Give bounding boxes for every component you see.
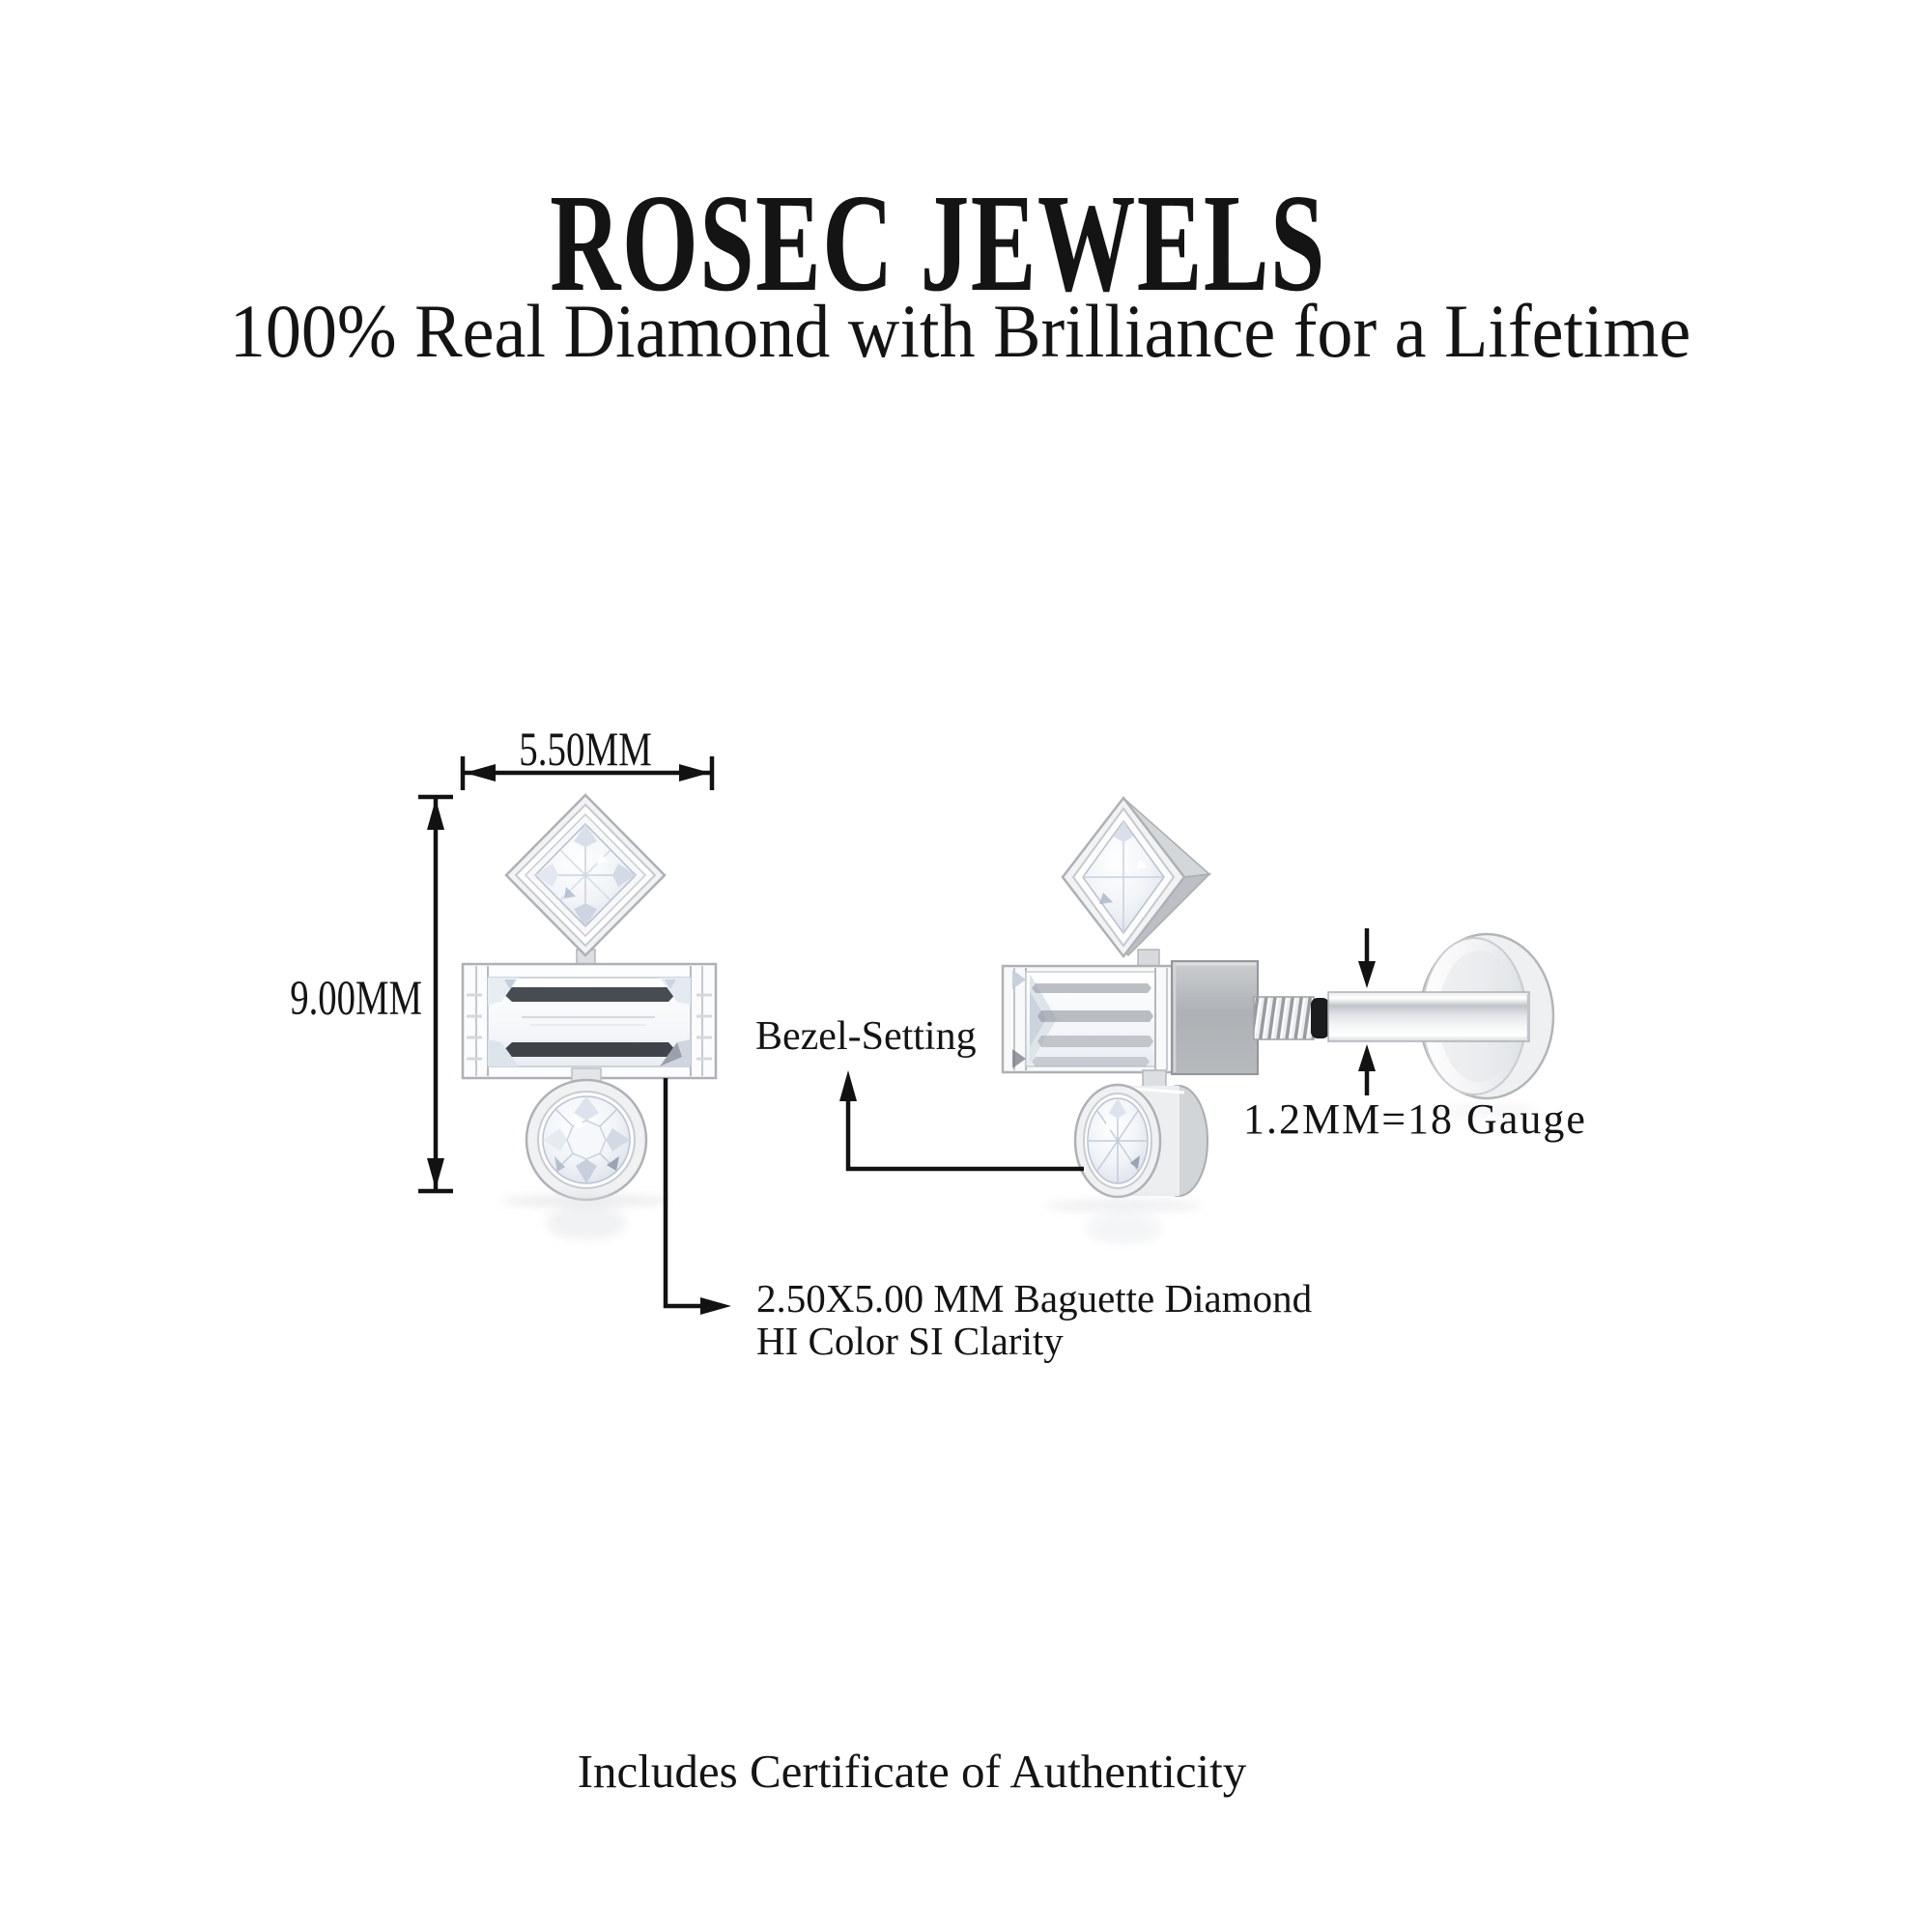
round-bezel-side — [1073, 1069, 1208, 1199]
width-dimension-label: 5.50MM — [519, 722, 652, 776]
screw-post-assembly — [1253, 932, 1555, 1100]
height-dimension-label: 9.00MM — [290, 972, 422, 1026]
bezel-setting-pointer — [839, 1070, 1084, 1172]
earring-side-view — [1001, 795, 1555, 1244]
princess-bezel-front — [504, 793, 667, 957]
threads — [1253, 996, 1315, 1040]
bezel-back-block — [1171, 960, 1259, 1075]
baguette-stone-pointer — [663, 1078, 731, 1315]
baguette-stone-label-line2: HI Color SI Clarity — [756, 1319, 1064, 1363]
baguette-stone-label-line1: 2.50X5.00 MM Baguette Diamond — [756, 1276, 1313, 1321]
gauge-pointer-arrows — [1358, 928, 1376, 1095]
post — [1327, 991, 1530, 1042]
tagline: 100% Real Diamond with Brilliance for a … — [229, 289, 1691, 373]
brand-title: ROSEC JEWELS — [550, 166, 1326, 322]
width-dimension-line — [460, 756, 715, 790]
o-ring — [1311, 998, 1329, 1038]
baguette-bezel-side — [1001, 964, 1180, 1074]
princess-bezel-side — [1061, 795, 1212, 959]
height-dimension-line — [418, 794, 453, 1194]
gauge-label: 1.2MM=18 Gauge — [1243, 1095, 1587, 1143]
reflection-side — [1044, 1105, 1540, 1244]
baguette-bezel-front — [461, 962, 718, 1080]
baguette-stone-label: 2.50X5.00 MM Baguette Diamond HI Color S… — [756, 1277, 1312, 1362]
round-bezel-front — [525, 1067, 648, 1202]
bezel-setting-label: Bezel-Setting — [755, 1014, 977, 1059]
certificate-note: Includes Certificate of Authenticity — [577, 1745, 1247, 1798]
reflection-front — [501, 1195, 671, 1240]
earring-front-view — [461, 793, 718, 1240]
